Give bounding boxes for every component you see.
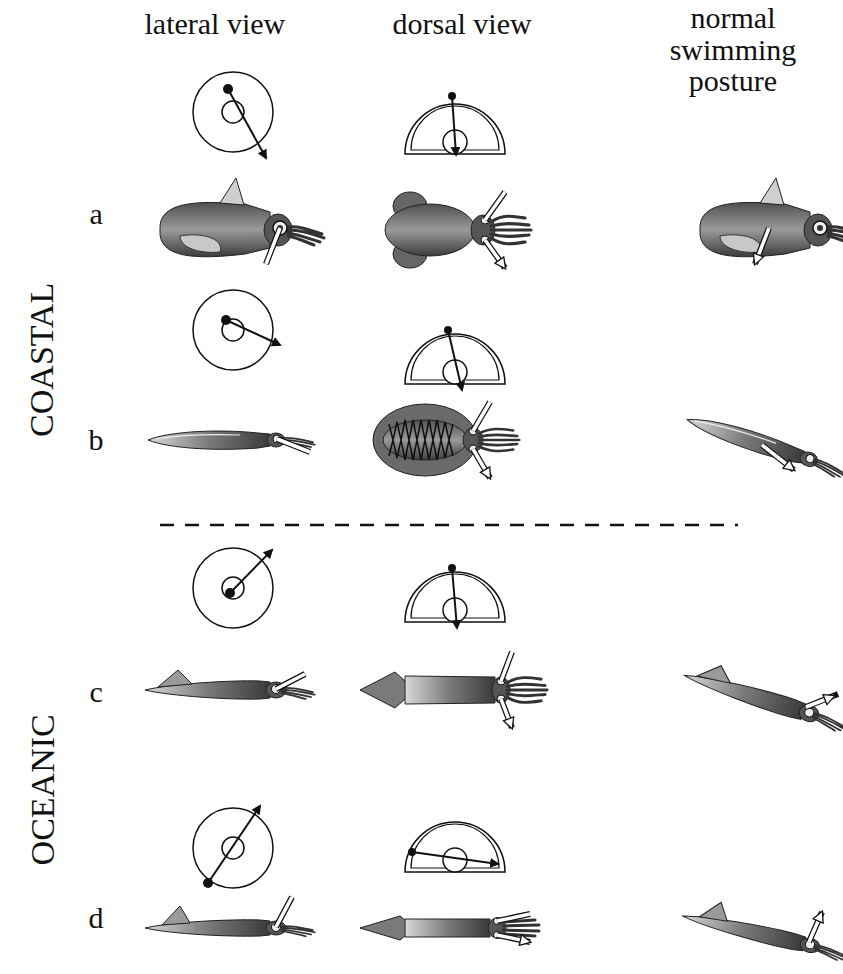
column-heading: dorsal view: [393, 8, 532, 40]
row-letter: d: [89, 902, 104, 934]
group-label: OCEANIC: [24, 714, 60, 865]
row-letter: c: [90, 676, 103, 708]
group-label: COASTAL: [24, 283, 60, 437]
row-letter: b: [89, 424, 104, 456]
column-heading: lateral view: [145, 8, 286, 40]
column-heading: normal swimming posture: [627, 2, 839, 97]
row-letter: a: [90, 198, 103, 230]
